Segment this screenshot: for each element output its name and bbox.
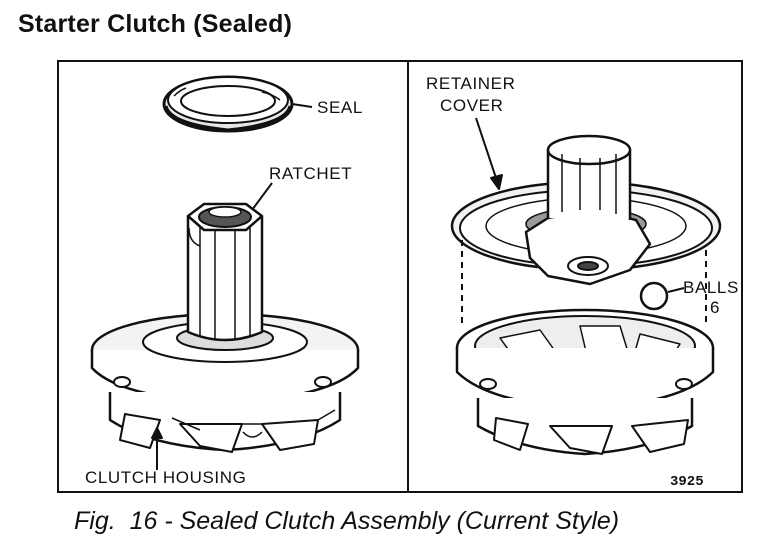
ratchet-label: RATCHET (269, 164, 353, 183)
ball-drawing (639, 281, 669, 311)
clutch-housing-arrow (151, 427, 163, 470)
balls-count: 6 (710, 298, 721, 317)
clutch-housing-drawing (90, 312, 360, 453)
seal-label: SEAL (317, 98, 363, 117)
panel-divider (407, 60, 409, 493)
clutch-housing-label: CLUTCH HOUSING (85, 468, 247, 487)
retainer-label: RETAINER (426, 74, 516, 93)
figure-caption: Fig. 16 - Sealed Clutch Assembly (Curren… (74, 507, 620, 535)
ratchet-leader-line (251, 182, 273, 211)
ratchet-drawing (186, 202, 264, 342)
retainer-cover-drawing (450, 134, 722, 286)
balls-label: BALLS (683, 278, 739, 297)
page-title: Starter Clutch (Sealed) (18, 10, 293, 38)
seal-leader-line (291, 103, 313, 108)
figure-number: 3925 (670, 474, 704, 490)
retainer-arrow (475, 117, 503, 190)
cover-label: COVER (440, 96, 504, 115)
housing-lower-drawing (455, 308, 715, 456)
figure-frame (57, 60, 743, 493)
seal-drawing (162, 75, 294, 133)
balls-leader-line (667, 287, 685, 293)
